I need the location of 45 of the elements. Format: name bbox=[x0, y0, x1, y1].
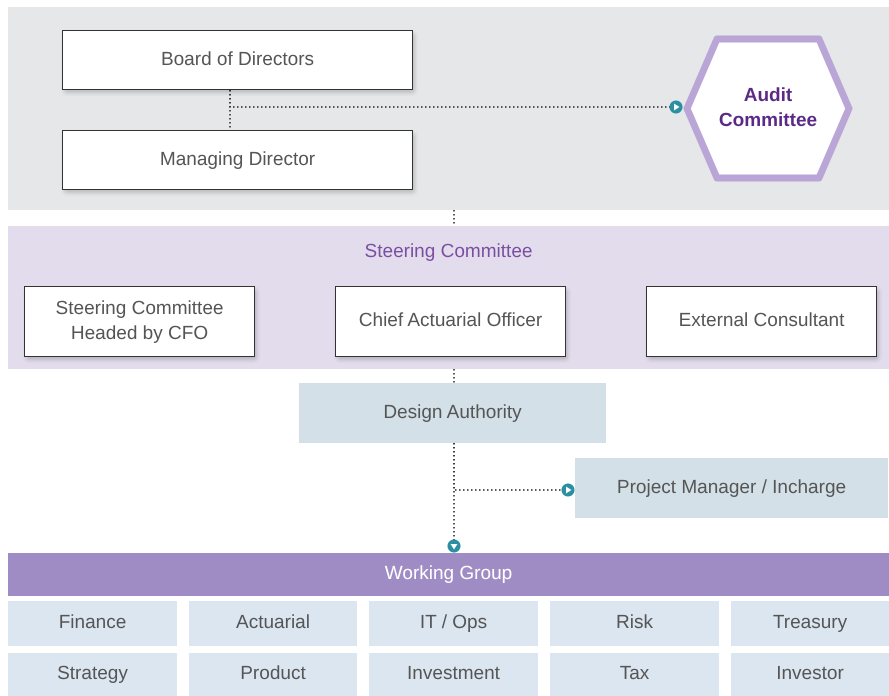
team-tile bbox=[550, 653, 719, 696]
node-label: Investment bbox=[407, 662, 500, 686]
team-tile bbox=[8, 653, 177, 696]
arrow bbox=[448, 443, 460, 553]
arrow bbox=[229, 90, 683, 114]
role-box bbox=[62, 130, 413, 190]
role-box bbox=[62, 30, 413, 90]
team-tile bbox=[731, 653, 889, 696]
role-box bbox=[335, 286, 566, 357]
team-tile bbox=[731, 601, 889, 646]
role-box bbox=[24, 286, 255, 357]
committee-band bbox=[8, 226, 889, 369]
node-label: Working Group bbox=[384, 562, 512, 586]
group-header-bar bbox=[8, 553, 889, 596]
team-tile bbox=[8, 601, 177, 646]
node-label: Steering Committee Headed by CFO bbox=[54, 296, 224, 346]
node-label: Audit Committee bbox=[718, 84, 818, 132]
connector bbox=[453, 210, 455, 226]
team-tile bbox=[189, 653, 357, 696]
node-label: Finance bbox=[58, 611, 126, 636]
role-box bbox=[299, 383, 606, 443]
node-label: Treasury bbox=[772, 611, 848, 636]
connector bbox=[453, 369, 455, 383]
band-title: Steering Committee bbox=[364, 240, 534, 264]
node-label: Board of Directors bbox=[160, 48, 314, 72]
node-label: Tax bbox=[620, 662, 650, 686]
role-box bbox=[575, 458, 888, 518]
committee-hexagon bbox=[683, 35, 853, 182]
node-label: Product bbox=[240, 662, 306, 686]
node-label: Investor bbox=[776, 662, 844, 686]
team-tile bbox=[189, 601, 357, 646]
node-label: External Consultant bbox=[678, 309, 844, 334]
node-label: Managing Director bbox=[160, 148, 316, 172]
node-label: Project Manager / Incharge bbox=[616, 476, 846, 500]
node-label: IT / Ops bbox=[420, 611, 488, 636]
node-label: Risk bbox=[616, 611, 653, 636]
node-label: Chief Actuarial Officer bbox=[358, 309, 542, 334]
team-tile bbox=[369, 653, 538, 696]
node-label: Actuarial bbox=[236, 611, 310, 636]
section-band bbox=[8, 7, 889, 210]
team-tile bbox=[550, 601, 719, 646]
node-label: Design Authority bbox=[383, 400, 522, 425]
team-tile bbox=[369, 601, 538, 646]
role-box bbox=[646, 286, 877, 357]
node-label: Strategy bbox=[57, 662, 128, 686]
